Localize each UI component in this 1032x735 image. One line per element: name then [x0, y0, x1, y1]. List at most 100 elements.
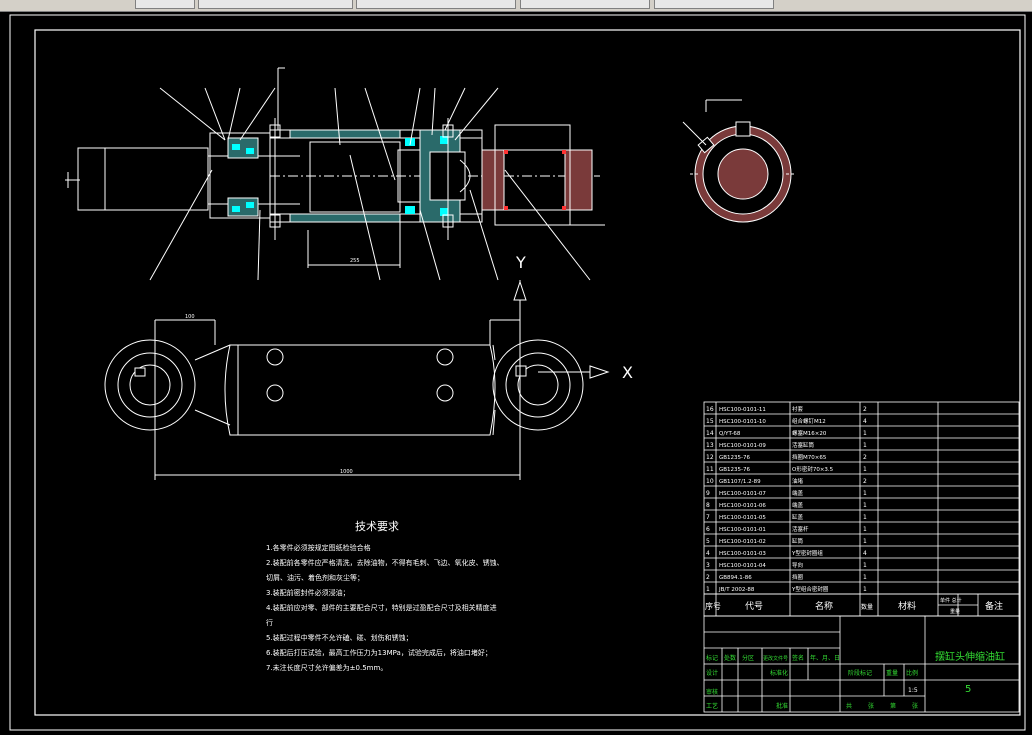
tb-date: 年、月、日: [810, 654, 840, 662]
toolbar-tab[interactable]: [198, 0, 353, 9]
tb-stage: 阶段标记: [848, 669, 872, 677]
bom-cell-name: 油堵: [792, 477, 804, 485]
tb-sign: 签名: [792, 654, 804, 662]
bom-cell-no: 10: [706, 478, 714, 485]
bom-cell-no: 4: [706, 550, 710, 557]
bom-table: [703, 401, 1020, 617]
tb-zone: 分区: [742, 654, 754, 662]
bom-cell-name: 活塞缸筒: [792, 441, 815, 449]
svg-text:1000: 1000: [340, 469, 353, 475]
toolbar-tab[interactable]: [356, 0, 516, 9]
bom-cell-no: 7: [706, 514, 710, 521]
tb-total: 共: [846, 702, 852, 710]
bom-cell-name: 端盖: [792, 501, 804, 509]
bom-header-name: 名称: [815, 600, 833, 612]
tech-line: 2.装配前各零件应严格清洗，去除油物，不得有毛刺、飞边、氧化皮、锈蚀、: [266, 558, 504, 567]
bom-cell-no: 11: [706, 466, 714, 473]
bom-cell-qty: 4: [863, 550, 867, 557]
bom-cell-name: Y型组合密封圈: [791, 585, 829, 593]
bom-header: 序号 代号 名称 数量 材料 单件 总计 重量 备注: [705, 597, 1003, 615]
tech-line: 行: [266, 618, 273, 627]
tb-doc: 更改文件号: [763, 655, 788, 662]
toolbar-tab[interactable]: [654, 0, 774, 9]
bom-cell-name: 组合螺钉M12: [792, 417, 826, 425]
bom-cell-qty: 2: [863, 454, 867, 461]
bom-header-code: 代号: [745, 601, 763, 612]
bom-cell-qty: 4: [863, 418, 867, 425]
bom-header-no: 序号: [705, 601, 721, 611]
bom-cell-qty: 1: [863, 574, 867, 581]
tech-line: 3.装配前密封件必须浸油；: [266, 588, 350, 597]
bom-cell-name: 挡圈: [792, 573, 804, 581]
bom-cell-code: GB1235-76: [719, 455, 751, 461]
bom-cell-no: 12: [706, 454, 714, 461]
bom-cell-code: GB1235-76: [719, 467, 751, 473]
bom-header-remark: 备注: [985, 600, 1003, 612]
tb-title: 摆缸头伸缩油缸: [935, 650, 1005, 663]
tb-scale: 1:5: [908, 687, 918, 694]
bom-cell-qty: 1: [863, 586, 867, 593]
title-block: [703, 615, 1020, 713]
bom-cell-no: 2: [706, 574, 710, 581]
tb-drawing-no: 5: [965, 684, 971, 695]
tb-process: 工艺: [706, 702, 718, 710]
bom-header-qty: 数量: [861, 603, 873, 611]
tb-approve: 批准: [776, 702, 788, 710]
bom-cell-no: 6: [706, 526, 710, 533]
tb-count: 处数: [724, 654, 736, 662]
axis-x-label: X: [622, 363, 633, 382]
bom-cell-qty: 1: [863, 562, 867, 569]
bom-cell-code: GB1107/1.2-89: [719, 479, 761, 485]
toolbar-tab[interactable]: [520, 0, 650, 9]
tech-line: 7.未注长度尺寸允许偏差为±0.5mm。: [266, 663, 387, 672]
bom-cell-no: 8: [706, 502, 710, 509]
drawing-canvas[interactable]: 2 5 5: [0, 12, 1032, 735]
bom-cell-no: 5: [706, 538, 710, 545]
bom-cell-code: HSC100-0101-11: [719, 407, 766, 413]
tech-line: 4.装配前应对零、部件的主要配合尺寸，特别是过盈配合尺寸及相关精度进: [266, 603, 497, 612]
bom-cell-qty: 1: [863, 526, 867, 533]
bom-cell-name: 缸盖: [792, 513, 804, 521]
outer-frame: [9, 14, 1026, 731]
bom-cell-qty: 2: [863, 478, 867, 485]
bom-cell-name: 螺塞M16×20: [792, 429, 827, 437]
tb-page: 第: [890, 702, 896, 710]
tb-weight: 重量: [886, 669, 898, 677]
bom-cell-name: 活塞杆: [792, 525, 809, 533]
bom-cell-code: HSC100-0101-02: [719, 539, 766, 545]
bom-cell-code: HSC100-0101-03: [719, 551, 766, 557]
front-view: 100 1000: [104, 280, 610, 480]
tech-requirements: 技术要求 1.各零件必须按规定图纸检验合格 2.装配前各零件应严格清洗，去除油物…: [266, 520, 504, 672]
inner-frame: [34, 29, 1021, 716]
axis-y-label: Y: [515, 253, 526, 272]
tb-std: 标准化: [770, 669, 788, 677]
bom-cell-code: HSC100-0101-01: [719, 527, 766, 533]
bom-cell-code: HSC100-0101-05: [719, 515, 766, 521]
bom-cell-code: HSC100-0101-07: [719, 491, 766, 497]
bom-cell-no: 3: [706, 562, 710, 569]
tech-line: 5.装配过程中零件不允许磕、碰、划伤和锈蚀；: [266, 633, 413, 642]
tb-sheets: 张: [868, 702, 874, 710]
toolbar: [0, 0, 1032, 12]
bom-cell-no: 9: [706, 490, 710, 497]
tb-sheet2: 张: [912, 702, 918, 710]
bom-cell-code: HSC100-0101-10: [719, 419, 766, 425]
svg-text:100: 100: [185, 314, 195, 320]
tech-line: 1.各零件必须按规定图纸检验合格: [266, 543, 371, 552]
bom-cell-qty: 1: [863, 502, 867, 509]
cad-drawing: 2 5 5: [9, 14, 1026, 731]
bom-cell-name: 衬套: [792, 405, 804, 413]
section-view: 255: [65, 67, 605, 281]
bom-cell-no: 14: [706, 430, 714, 437]
bom-cell-no: 1: [706, 586, 710, 593]
toolbar-tab[interactable]: [135, 0, 195, 9]
tb-design: 设计: [706, 669, 718, 677]
bom-cell-qty: 2: [863, 406, 867, 413]
bom-cell-no: 15: [706, 418, 714, 425]
bom-cell-qty: 1: [863, 430, 867, 437]
bom-cell-code: GB894.1-86: [719, 575, 752, 581]
bom-cell-qty: 1: [863, 442, 867, 449]
bom-cell-name: 端盖: [792, 489, 804, 497]
bom-cell-name: O形密封70×3.5: [792, 465, 834, 473]
